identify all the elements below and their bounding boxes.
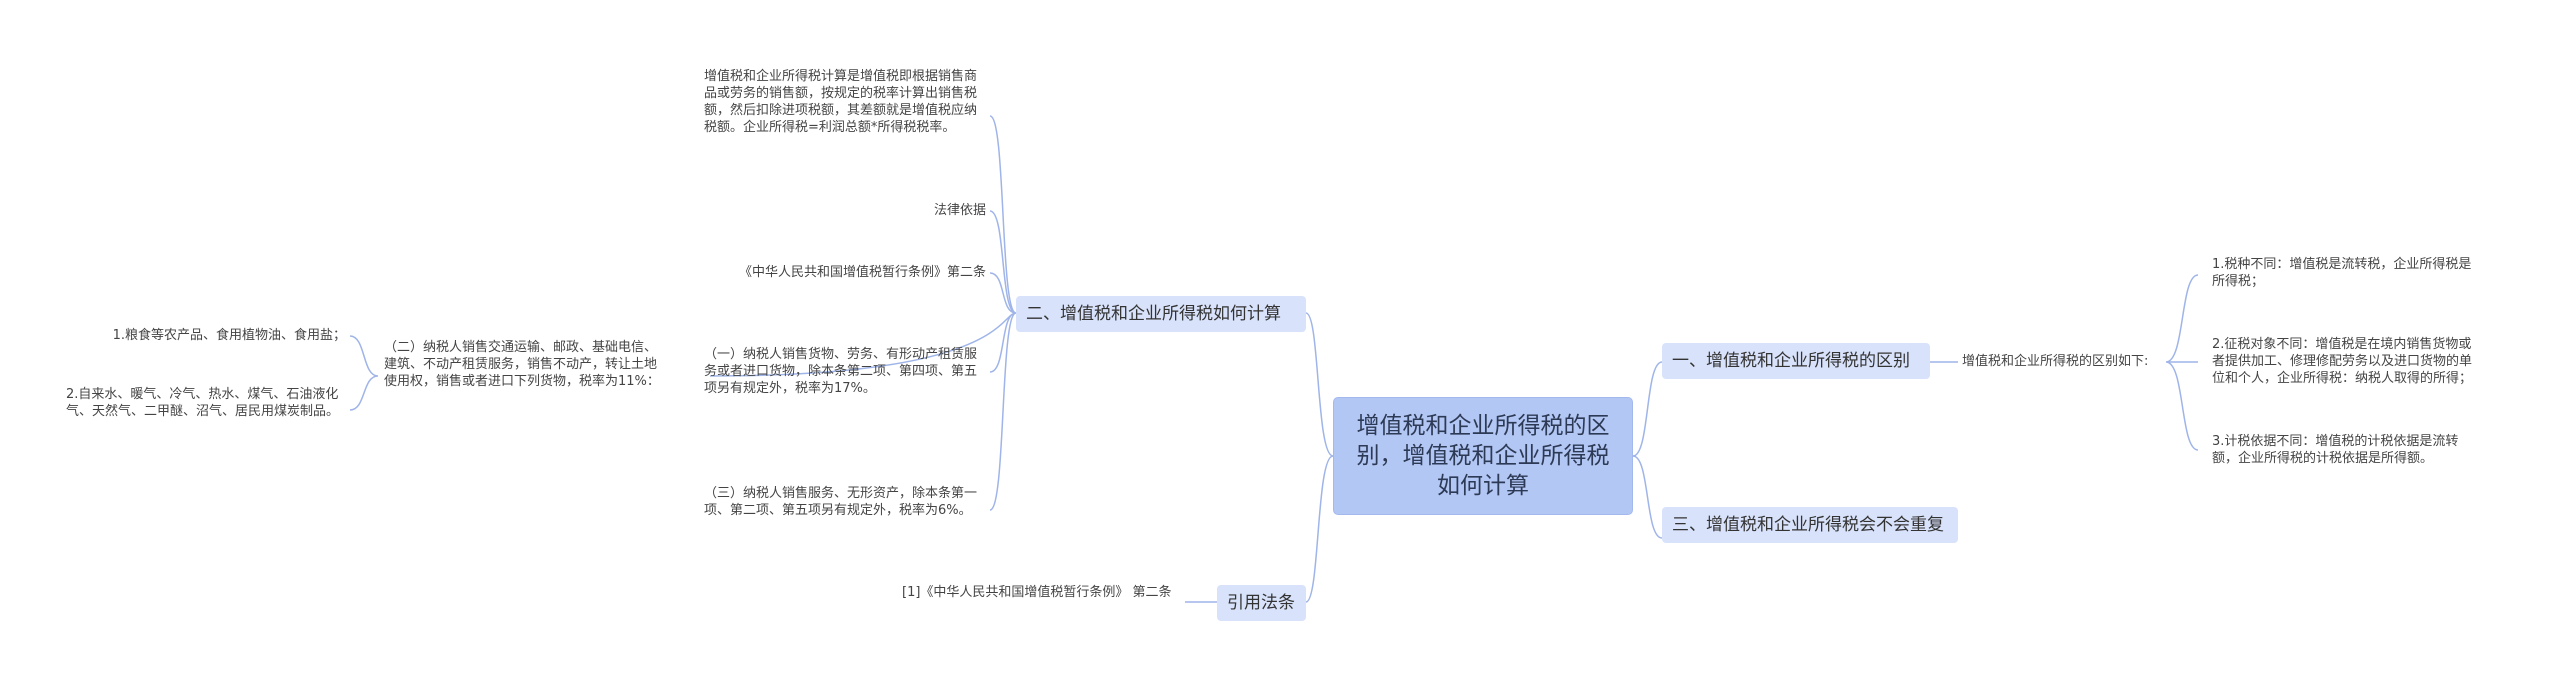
difference-item-2[interactable]: 2.征税对象不同：增值税是在境内销售货物或者提供加工、修理修配劳务以及进口货物的… <box>2212 336 2474 387</box>
legal-basis[interactable]: 法律依据 <box>780 202 986 219</box>
branch-difference[interactable]: 一、增值税和企业所得税的区别 <box>1662 343 1930 379</box>
calculation-description[interactable]: 增值税和企业所得税计算是增值税即根据销售商品或劳务的销售额，按规定的税率计算出销… <box>704 68 986 136</box>
branch-duplication-label: 三、增值税和企业所得税会不会重复 <box>1672 515 1944 535</box>
regulation-item-2-sub-1-text: 1.粮食等农产品、食用植物油、食用盐； <box>112 328 346 343</box>
difference-intro-text: 增值税和企业所得税的区别如下: <box>1962 354 2149 369</box>
regulation-item-3[interactable]: （三）纳税人销售服务、无形资产，除本条第一项、第二项、第五项另有规定外，税率为6… <box>704 485 986 519</box>
branch-calculation-label: 二、增值税和企业所得税如何计算 <box>1026 304 1281 324</box>
regulation-item-1[interactable]: （一）纳税人销售货物、劳务、有形动产租赁服务或者进口货物，除本条第二项、第四项、… <box>704 346 986 397</box>
regulation-item-1-text: （一）纳税人销售货物、劳务、有形动产租赁服务或者进口货物，除本条第二项、第四项、… <box>704 347 978 396</box>
regulation-article-text: 《中华人民共和国增值税暂行条例》第二条 <box>738 265 986 280</box>
connector-root-b1 <box>1632 361 1663 457</box>
difference-item-1-text: 1.税种不同：增值税是流转税，企业所得税是所得税； <box>2212 257 2472 289</box>
regulation-item-2-sub-1[interactable]: 1.粮食等农产品、食用植物油、食用盐； <box>60 327 346 344</box>
regulation-item-2-sub-2-text: 2.自来水、暖气、冷气、热水、煤气、石油液化气、天然气、二甲醚、沼气、居民用煤炭… <box>66 387 340 419</box>
connector-root-b4 <box>1305 455 1334 603</box>
connector-item2-sub <box>349 335 379 411</box>
root-topic[interactable]: 增值税和企业所得税的区别，增值税和企业所得税如何计算 <box>1333 397 1633 515</box>
regulation-item-2[interactable]: （二）纳税人销售交通运输、邮政、基础电信、建筑、不动产租赁服务，销售不动产，转让… <box>384 339 668 390</box>
difference-item-1[interactable]: 1.税种不同：增值税是流转税，企业所得税是所得税； <box>2212 256 2474 290</box>
regulation-item-2-sub-2[interactable]: 2.自来水、暖气、冷气、热水、煤气、石油液化气、天然气、二甲醚、沼气、居民用煤炭… <box>66 386 348 420</box>
regulation-item-3-text: （三）纳税人销售服务、无形资产，除本条第一项、第二项、第五项另有规定外，税率为6… <box>704 486 978 518</box>
reference-item-1[interactable]: [1]《中华人民共和国增值税暂行条例》 第二条 <box>902 584 1180 601</box>
root-title: 增值税和企业所得税的区别，增值税和企业所得税如何计算 <box>1356 413 1610 499</box>
difference-item-3-text: 3.计税依据不同：增值税的计税依据是流转额，企业所得税的计税依据是所得额。 <box>2212 434 2459 466</box>
connector-b2-children <box>709 115 1017 511</box>
connector-root-b3 <box>1632 455 1663 539</box>
difference-intro[interactable]: 增值税和企业所得税的区别如下: <box>1962 353 2166 370</box>
branch-references[interactable]: 引用法条 <box>1217 585 1306 621</box>
regulation-item-2-text: （二）纳税人销售交通运输、邮政、基础电信、建筑、不动产租赁服务，销售不动产，转让… <box>384 340 660 389</box>
difference-item-2-text: 2.征税对象不同：增值税是在境内销售货物或者提供加工、修理修配劳务以及进口货物的… <box>2212 337 2473 386</box>
connector-root-b2 <box>1305 312 1334 457</box>
regulation-article[interactable]: 《中华人民共和国增值税暂行条例》第二条 <box>690 264 986 281</box>
difference-item-3[interactable]: 3.计税依据不同：增值税的计税依据是流转额，企业所得税的计税依据是所得额。 <box>2212 433 2474 467</box>
branch-difference-label: 一、增值税和企业所得税的区别 <box>1672 351 1910 371</box>
branch-duplication[interactable]: 三、增值税和企业所得税会不会重复 <box>1662 507 1958 543</box>
legal-basis-text: 法律依据 <box>933 203 986 218</box>
calculation-description-text: 增值税和企业所得税计算是增值税即根据销售商品或劳务的销售额，按规定的税率计算出销… <box>704 69 978 135</box>
branch-calculation[interactable]: 二、增值税和企业所得税如何计算 <box>1016 296 1306 332</box>
reference-item-1-text: [1]《中华人民共和国增值税暂行条例》 第二条 <box>902 585 1172 600</box>
connector-intro-items <box>2165 274 2199 451</box>
branch-references-label: 引用法条 <box>1227 593 1295 613</box>
